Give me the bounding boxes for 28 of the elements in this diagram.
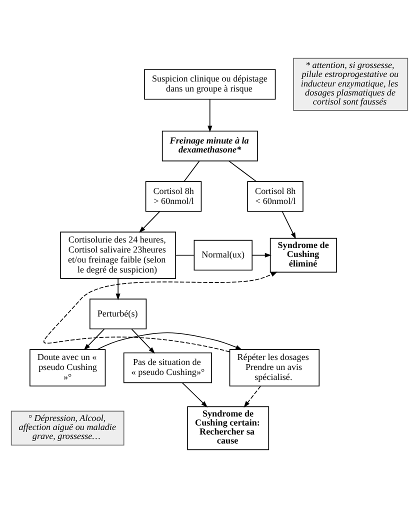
node-box: Cortisolurie des 24 heures, Cortisol salivaire 23heures et/ou freinage faible (selon le degré de suspicion) bbox=[60, 232, 176, 279]
node-box: Suspicion clinique ou dépistage dans un groupe à risque bbox=[144, 69, 276, 100]
arrow bbox=[244, 386, 261, 408]
node-box: Cortisol 8h > 60nmol/l bbox=[145, 181, 202, 212]
node-box: Répéter les dosages Prendre un avis spécialisé. bbox=[229, 349, 320, 386]
arrow bbox=[282, 211, 296, 240]
arrow bbox=[96, 332, 242, 350]
connector bbox=[184, 160, 200, 182]
node-box: ° Dépression, Alcool, affection aiguë ou maladie grave, grossesse… bbox=[10, 410, 124, 446]
arrow bbox=[138, 211, 160, 233]
node-box: Pas de situation de « pseudo Cushing»° bbox=[123, 352, 212, 384]
node-box: Perturbé(s) bbox=[90, 298, 147, 330]
connector bbox=[228, 160, 257, 182]
arrow bbox=[44, 272, 278, 352]
arrow bbox=[252, 252, 272, 258]
arrow bbox=[84, 328, 105, 350]
node-box: Syndrome de Cushing certain: Rechercher sa cause bbox=[187, 406, 270, 450]
node-box: Syndrome de Cushing éliminé bbox=[270, 238, 337, 273]
node-box: * attention, si grossesse, pilule estroprogestative ou inducteur enzymatique, les dosages plasmatiques de cortisol sont faussés bbox=[293, 58, 408, 111]
arrow bbox=[208, 99, 212, 132]
node-box: Freinage minute à la dexamethasone* bbox=[162, 130, 258, 162]
arrow bbox=[182, 382, 208, 408]
arrow bbox=[116, 278, 120, 300]
node-box: Doute avec un « pseudo Cushing »° bbox=[30, 349, 106, 386]
arrow bbox=[131, 328, 156, 354]
connector bbox=[176, 254, 194, 256]
node-box: Cortisol 8h < 60nmol/l bbox=[247, 181, 304, 212]
node-box: Normal(ux) bbox=[194, 240, 253, 271]
